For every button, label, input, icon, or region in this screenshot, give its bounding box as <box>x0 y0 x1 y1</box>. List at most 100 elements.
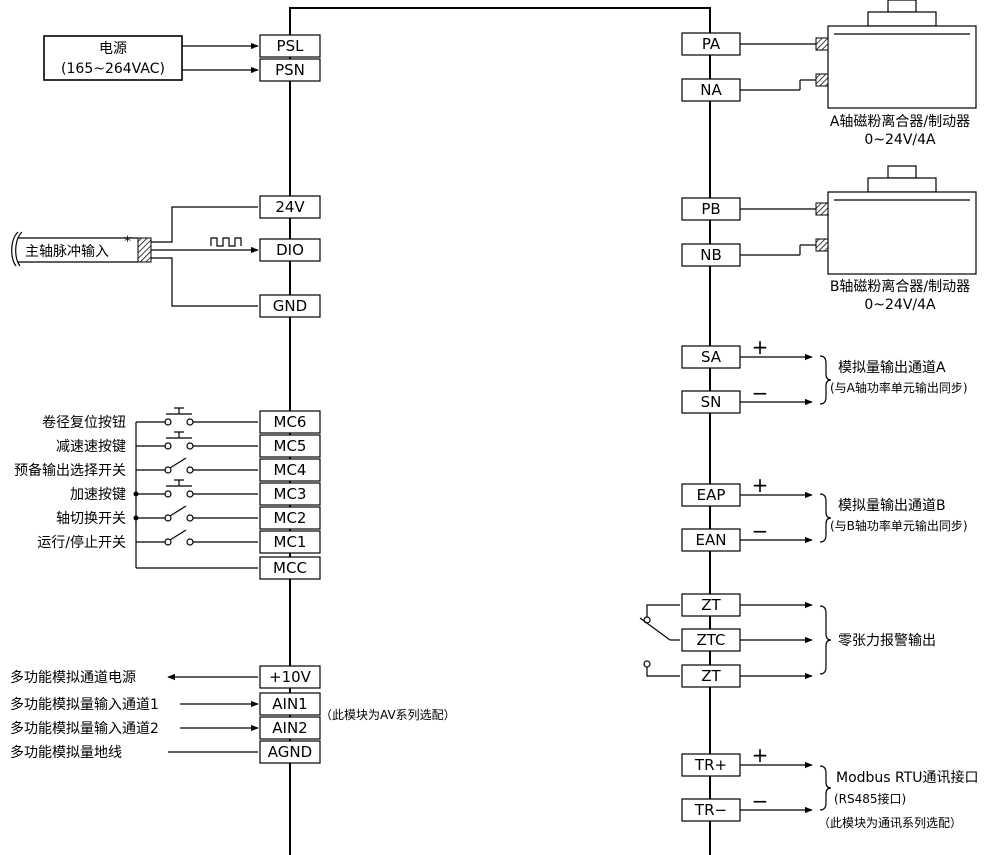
terminal-gnd <box>259 294 321 318</box>
switch-label-mc4: 预备输出选择开关 <box>14 462 126 479</box>
pushbutton-icon <box>135 407 258 446</box>
terminal-mc5 <box>259 434 321 458</box>
terminal-tr-plus <box>681 753 741 777</box>
terminal-mc5-label: MC5 <box>274 437 307 455</box>
terminal-tr-plus-label: TR+ <box>694 756 727 774</box>
pulse-input-mark: * <box>124 234 131 250</box>
clutch-b-spec: 0~24V/4A <box>864 297 936 313</box>
power-supply: 电源 (165~264VAC) <box>43 35 259 81</box>
analog-gnd-label: 多功能模拟量地线 <box>10 744 122 761</box>
analog-out-b-note: (与B轴功率单元输出同步) <box>830 518 968 533</box>
terminal-p10v-label: +10V <box>269 668 312 686</box>
analog-output-b: + − 模拟量输出通道B (与B轴功率单元输出同步) <box>740 473 968 544</box>
terminal-pb <box>681 197 741 221</box>
terminal-mc1 <box>259 530 321 554</box>
terminal-ain1 <box>259 692 321 716</box>
terminal-sa-label: SA <box>701 348 722 366</box>
terminal-mc4-label: MC4 <box>274 461 307 479</box>
controller-body <box>289 7 711 855</box>
terminal-zt-2 <box>681 664 741 688</box>
terminal-psl-label: PSL <box>277 37 305 55</box>
terminal-mc3 <box>259 482 321 506</box>
switch-label-mc1: 运行/停止开关 <box>37 534 126 551</box>
toggle-switch-icon <box>136 457 258 474</box>
minus-sign: − <box>752 381 769 405</box>
switch-label-mc6: 卷径复位按钮 <box>42 414 126 431</box>
terminal-sn-label: SN <box>701 393 722 411</box>
terminal-psn-label: PSN <box>275 61 305 79</box>
minus-sign: − <box>752 789 769 813</box>
terminal-mc3-label: MC3 <box>274 485 307 503</box>
terminal-eap <box>681 483 741 507</box>
switch-label-mc2: 轴切换开关 <box>56 510 126 527</box>
terminal-mc6-label: MC6 <box>274 413 307 431</box>
clutch-a-spec: 0~24V/4A <box>864 132 936 148</box>
analog-ch2-label: 多功能模拟量输入通道2 <box>10 720 159 737</box>
pushbutton-icon <box>136 479 258 498</box>
analog-out-b-title: 模拟量输出通道B <box>838 498 946 514</box>
terminal-mcc-label: MCC <box>273 559 307 577</box>
zero-tension-alarm: 零张力报警输出 <box>639 601 936 680</box>
terminal-ean-label: EAN <box>696 531 727 549</box>
power-range: (165~264VAC) <box>61 61 165 77</box>
minus-sign: − <box>752 519 769 543</box>
pulse-wave-icon <box>210 237 242 247</box>
clutch-icon <box>815 165 977 275</box>
terminal-nb-label: NB <box>700 246 722 264</box>
switch-block: 卷径复位按钮 减速速按键 预备输出选择开关 加速按键 轴切换开关 运行/停止开关 <box>14 407 258 569</box>
modbus-sub: (RS485接口) <box>834 791 906 806</box>
terminal-24v-label: 24V <box>275 198 305 216</box>
relay-contact-icon <box>643 660 651 668</box>
analog-out-a-title: 模拟量输出通道A <box>838 360 946 376</box>
toggle-switch-icon <box>136 505 258 522</box>
v24-wire <box>151 206 258 243</box>
plus-sign: + <box>752 335 769 359</box>
terminal-mcc <box>259 556 321 580</box>
switch-label-mc5: 减速速按键 <box>56 439 126 455</box>
zero-tension-title: 零张力报警输出 <box>838 633 936 649</box>
terminal-mc6 <box>259 410 321 434</box>
shield-icon <box>137 237 152 263</box>
terminal-pa-label: PA <box>702 35 721 53</box>
analog-power-label: 多功能模拟通道电源 <box>10 669 136 686</box>
terminal-mc4 <box>259 458 321 482</box>
terminal-zt-1 <box>681 593 741 617</box>
cable-break-icon <box>11 231 19 267</box>
clutch-a: A轴磁粉离合器/制动器 0~24V/4A <box>740 0 977 148</box>
brace-icon <box>819 765 832 811</box>
terminal-agnd <box>259 740 321 764</box>
terminal-sa <box>681 345 741 369</box>
terminal-pb-label: PB <box>701 200 720 218</box>
power-box <box>43 35 183 81</box>
clutch-icon <box>815 0 977 109</box>
right-terminals: PA NA PB NB SA SN EAP EAN ZT ZTC ZT TR+ … <box>681 32 741 822</box>
terminal-na <box>681 78 741 102</box>
brace-icon <box>819 355 832 405</box>
analog-option-note: （此模块为AV系列选配） <box>320 708 456 722</box>
terminal-mc1-label: MC1 <box>274 533 307 551</box>
terminal-nb <box>681 243 741 267</box>
terminal-eap-label: EAP <box>697 486 726 504</box>
terminal-zt-1-label: ZT <box>701 596 721 614</box>
power-label: 电源 <box>99 41 127 57</box>
terminal-sn <box>681 390 741 414</box>
switch-label-mc3: 加速按键 <box>70 487 126 503</box>
terminal-na-label: NA <box>700 81 722 99</box>
terminal-dio-label: DIO <box>276 241 304 259</box>
terminal-ean <box>681 528 741 552</box>
terminal-gnd-label: GND <box>273 297 307 315</box>
terminal-tr-minus-label: TR− <box>694 801 727 819</box>
terminal-pa <box>681 32 741 56</box>
terminal-mc2 <box>259 506 321 530</box>
terminal-24v <box>259 195 321 219</box>
pulse-input: 主轴脉冲输入 * <box>11 206 259 307</box>
terminal-ztc <box>681 628 741 652</box>
terminal-tr-minus <box>681 798 741 822</box>
terminal-ain1-label: AIN1 <box>272 695 307 713</box>
analog-out-a-note: (与A轴功率单元输出同步) <box>830 380 968 395</box>
modbus-title: Modbus RTU通讯接口 <box>836 769 979 786</box>
pulse-input-label: 主轴脉冲输入 <box>25 244 109 260</box>
relay-switch-icon <box>639 617 671 641</box>
terminal-zt-2-label: ZT <box>701 667 721 685</box>
